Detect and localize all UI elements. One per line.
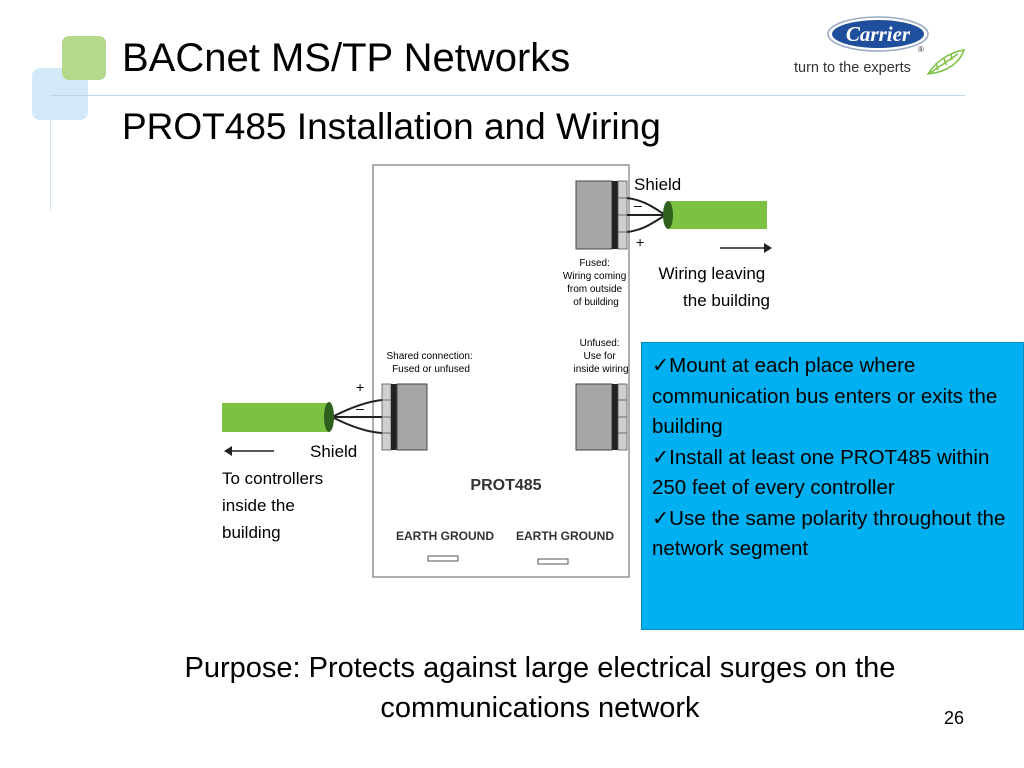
leaf-icon xyxy=(926,49,966,75)
minus-left-label: – xyxy=(356,400,364,416)
unfused-terminal-block xyxy=(575,383,628,451)
shared-connection-note: Shared connection: Fused or unfused xyxy=(387,351,476,375)
device-label: PROT485 xyxy=(470,477,541,494)
installation-tips-callout: ✓Mount at each place where communication… xyxy=(641,342,1024,630)
arrow-right-icon xyxy=(720,243,772,253)
earth-ground-terminal-2 xyxy=(537,558,569,565)
minus-top-label: – xyxy=(634,197,642,213)
left-cable xyxy=(222,399,383,434)
shield-top-label: Shield xyxy=(634,175,681,194)
logo-tagline: turn to the experts xyxy=(794,60,911,76)
page-subtitle: PROT485 Installation and Wiring xyxy=(122,106,661,147)
to-controllers-label: To controllers inside the building xyxy=(222,469,328,542)
logo-brand: Carrier xyxy=(846,22,911,46)
prot485-wiring-diagram: Shield – + Fused: Wiring coming from out… xyxy=(222,164,772,578)
arrow-left-icon xyxy=(224,446,274,456)
wiring-leaving-label: Wiring leaving the building xyxy=(659,264,771,310)
page-title: BACnet MS/TP Networks xyxy=(122,36,571,80)
plus-left-label: + xyxy=(356,379,364,395)
decorative-square-green xyxy=(62,36,106,80)
decorative-vertical-line xyxy=(50,120,51,210)
callout-item: ✓Use the same polarity throughout the ne… xyxy=(652,506,1006,561)
shield-left-label: Shield xyxy=(310,442,357,461)
earth-ground-label-1: EARTH GROUND xyxy=(396,529,494,543)
carrier-logo: Carrier ® turn to the experts xyxy=(794,16,966,76)
callout-item: ✓Install at least one PROT485 within 250… xyxy=(652,445,990,500)
page-number: 26 xyxy=(943,708,964,728)
earth-ground-terminal-1 xyxy=(427,555,459,562)
fused-note: Fused: Wiring coming from outside of bui… xyxy=(563,258,629,308)
callout-item: ✓Mount at each place where communication… xyxy=(652,354,998,438)
plus-top-label: + xyxy=(636,234,644,250)
logo-registered: ® xyxy=(918,45,924,54)
purpose-statement: Purpose: Protects against large electric… xyxy=(184,652,896,724)
shared-terminal-block xyxy=(381,383,428,451)
top-cable xyxy=(626,197,767,233)
header-divider xyxy=(50,95,965,96)
earth-ground-label-2: EARTH GROUND xyxy=(516,529,614,543)
unfused-note: Unfused: Use for inside wiring xyxy=(573,338,628,375)
top-terminal-block xyxy=(575,180,628,250)
